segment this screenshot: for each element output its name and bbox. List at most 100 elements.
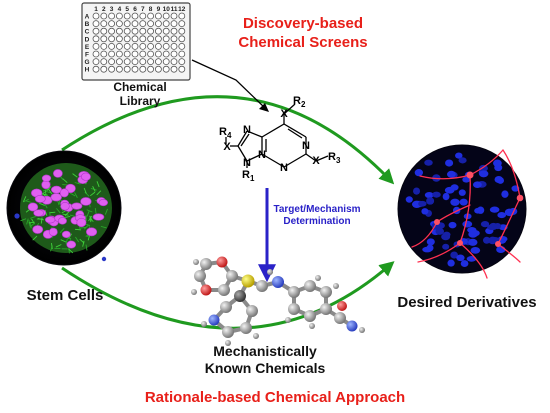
colony-fiber	[60, 239, 67, 243]
plate-well	[162, 43, 170, 50]
colony-fiber	[75, 236, 80, 243]
colony-fiber	[94, 207, 97, 215]
plate-well	[116, 12, 123, 20]
plate-well	[100, 12, 108, 20]
plate-well	[108, 35, 115, 43]
plate-well	[92, 20, 100, 28]
r2-letter: R	[293, 95, 301, 107]
neuron-nucleus	[426, 238, 435, 246]
colony-fiber	[92, 185, 96, 192]
neuron-nucleus	[493, 159, 502, 167]
plate-well	[92, 12, 100, 20]
plate-well	[139, 20, 147, 28]
colony-fiber	[38, 202, 45, 206]
cell-nucleus	[66, 240, 77, 249]
plate-well	[178, 50, 186, 58]
neuron-nucleus	[432, 191, 441, 198]
discovery-arrow	[61, 95, 395, 185]
library-arrow-head	[259, 103, 269, 112]
plate-well	[116, 65, 123, 73]
discovery-title: Discovery-based Chemical Screens	[198, 14, 408, 52]
molecule-atom	[285, 317, 291, 323]
r2-subscript: 2	[301, 100, 306, 109]
molecule-atom	[304, 280, 316, 292]
molecule-atom	[218, 284, 230, 296]
plate-well	[131, 20, 139, 28]
cell-nucleus	[32, 225, 44, 234]
molecule-atom	[193, 259, 199, 265]
neuron-nucleus	[474, 207, 482, 214]
plate-well	[170, 58, 178, 65]
plate-well	[108, 27, 115, 35]
colony-fiber	[41, 193, 48, 196]
cell-nucleus	[98, 199, 108, 207]
cell-nucleus	[50, 193, 62, 202]
plate-well	[131, 50, 139, 58]
plate-well	[131, 12, 139, 20]
plate-well	[178, 27, 186, 35]
plate-well	[92, 65, 100, 73]
colony-fiber	[30, 216, 37, 219]
chemical-library-line1: Chemical	[113, 80, 167, 94]
plate-well	[162, 27, 170, 35]
neuron-nucleus	[405, 196, 413, 203]
atom-n-bottom: N	[258, 149, 266, 161]
cell-nucleus	[76, 217, 87, 228]
molecule-atom	[337, 301, 347, 311]
plate-well	[162, 12, 170, 20]
plate-well	[147, 20, 155, 28]
molecule-atom	[240, 322, 252, 334]
plate-column-label: 6	[133, 6, 137, 13]
neuron-nucleus	[456, 254, 465, 262]
neuron-nucleus	[459, 198, 468, 206]
colony-fiber	[29, 222, 35, 228]
plate-well	[108, 12, 115, 20]
molecule-atom	[225, 340, 231, 346]
plate-well	[100, 43, 108, 50]
colony-fiber	[40, 217, 43, 224]
plate-well	[116, 35, 123, 43]
neuron-nucleus	[488, 236, 497, 245]
group-r3: R3	[328, 151, 341, 165]
colony-fiber	[82, 240, 85, 247]
molecule-atom	[194, 270, 206, 282]
plate-well	[123, 12, 131, 20]
cell-nucleus	[92, 213, 105, 221]
colony-fiber	[80, 226, 87, 229]
plate-well	[108, 43, 115, 50]
plate-well	[170, 27, 178, 35]
group-r1: R1	[242, 169, 255, 183]
cell-nucleus	[27, 202, 39, 212]
colony-fiber	[62, 178, 68, 184]
molecule-atom	[191, 289, 197, 295]
rational-arrow	[61, 261, 395, 330]
plate-well	[92, 50, 100, 58]
r4-letter: R	[219, 126, 227, 138]
neuron-nucleus	[444, 186, 455, 194]
plate-well	[147, 50, 155, 58]
plate-well	[147, 35, 155, 43]
colony-fiber	[56, 208, 61, 214]
r1-subscript: 1	[250, 174, 255, 183]
neuron-nucleus	[480, 220, 490, 228]
neuron-nucleus	[445, 159, 454, 167]
molecule-atom	[309, 323, 315, 329]
molecule-atom	[346, 320, 358, 332]
molecule-atom	[208, 314, 220, 326]
plate-well	[154, 12, 162, 20]
neuron-nucleus	[460, 260, 469, 267]
cell-nucleus	[61, 230, 71, 239]
colony-fiber	[74, 182, 81, 185]
cell-nucleus	[59, 188, 69, 198]
plate-well	[116, 50, 123, 58]
colony-fiber	[85, 244, 88, 251]
neuron-nucleus	[501, 190, 509, 198]
neuron-nucleus	[497, 212, 507, 219]
colony-fiber	[84, 191, 90, 197]
neuron-nucleus	[470, 246, 481, 254]
plate-well	[154, 65, 162, 73]
plate-column-label: 1	[94, 6, 98, 13]
cell-nucleus	[34, 194, 46, 203]
plate-column-label: 5	[125, 6, 129, 13]
